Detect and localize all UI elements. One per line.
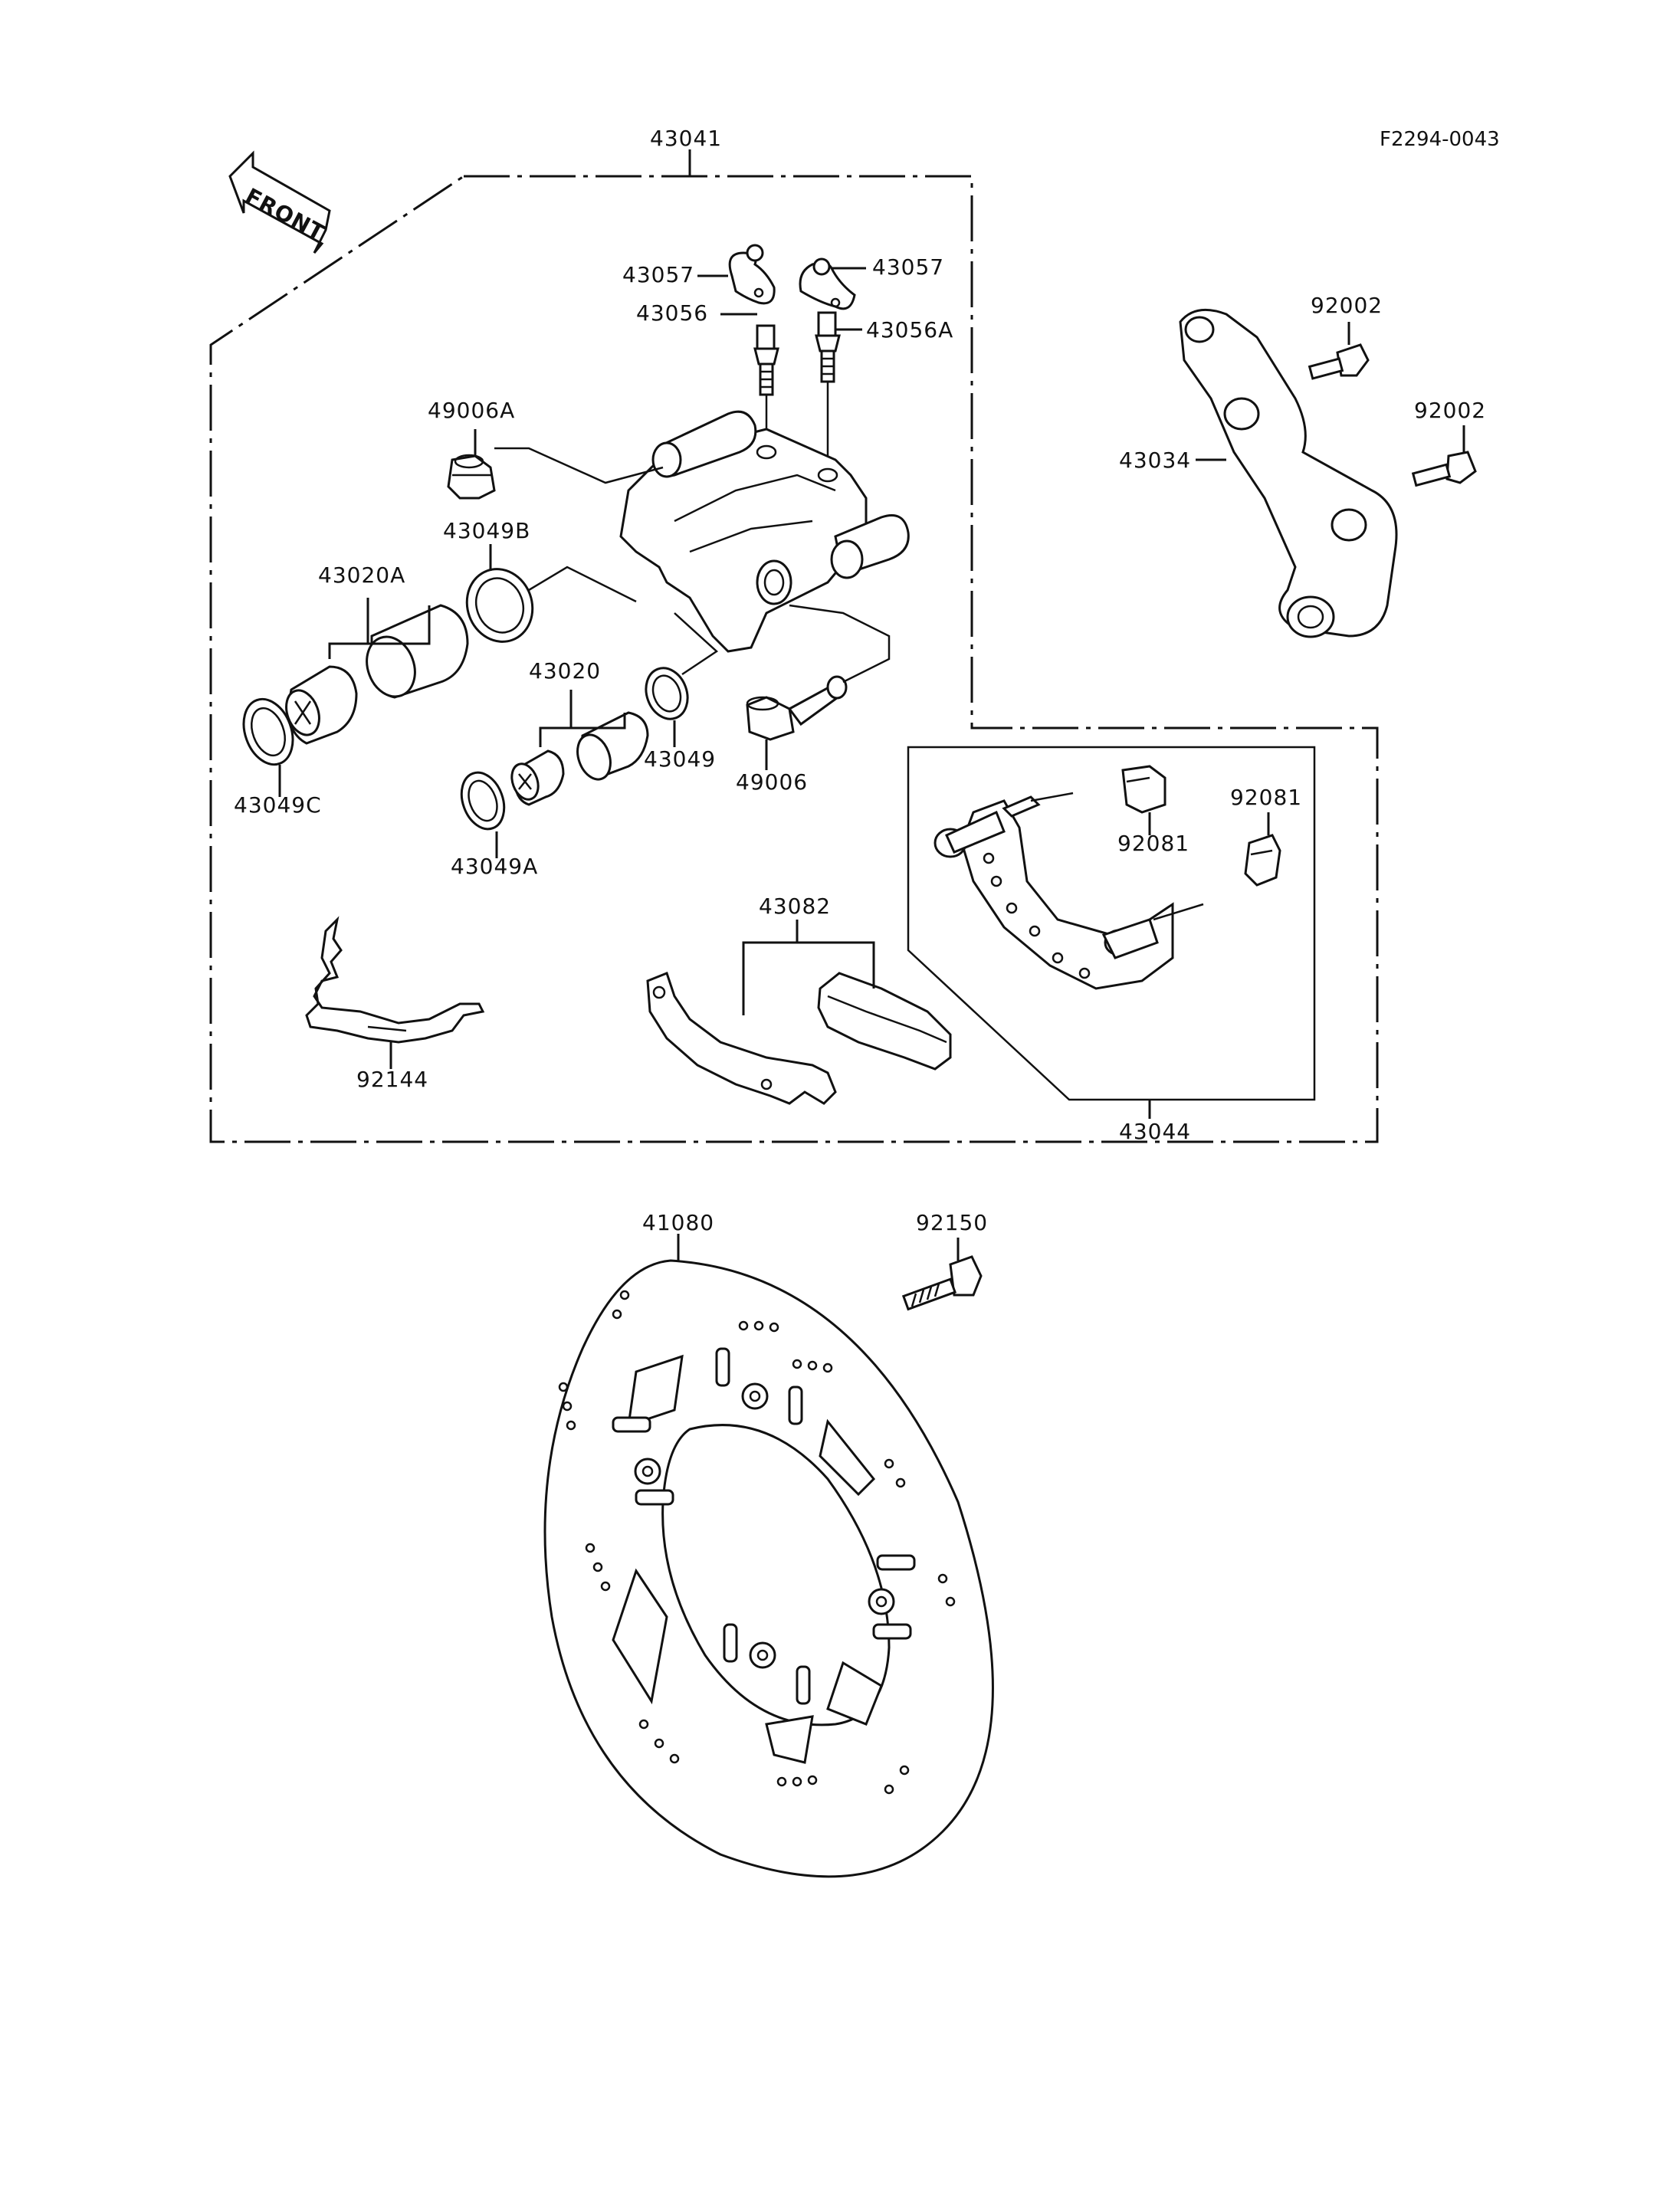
label-41080: 41080 <box>642 1210 714 1235</box>
label-92081-right: 92081 <box>1230 785 1302 810</box>
front-label: FRONT <box>241 183 329 246</box>
seal-43049A <box>460 771 506 831</box>
caliper-bracket-43034 <box>1179 308 1398 638</box>
bleed-valve-left <box>753 324 779 396</box>
label-49006: 49006 <box>736 769 808 795</box>
label-92002-upper: 92002 <box>1311 293 1383 318</box>
label-43057-left: 43057 <box>622 262 694 287</box>
brake-pad <box>817 972 952 1071</box>
clip-92081-left <box>1121 765 1166 814</box>
label-43020: 43020 <box>529 658 601 684</box>
label-92002-lower: 92002 <box>1414 398 1486 423</box>
bleed-valve-right <box>815 311 841 383</box>
label-43049: 43049 <box>644 746 716 772</box>
label-43056: 43056 <box>636 300 708 326</box>
label-43034: 43034 <box>1119 448 1191 473</box>
label-43049B: 43049B <box>443 518 530 543</box>
label-92150: 92150 <box>916 1210 988 1235</box>
brake-pad-shim <box>646 972 837 1105</box>
caliper-assembly-boundary <box>209 175 1379 1143</box>
seal-43049 <box>645 667 689 720</box>
bolt-92150 <box>901 1255 983 1311</box>
label-92081-left: 92081 <box>1117 831 1189 856</box>
label-43049C: 43049C <box>234 792 322 818</box>
clamp-92144 <box>305 916 485 1044</box>
label-43044: 43044 <box>1119 1119 1191 1144</box>
slide-pin-49006 <box>746 675 848 741</box>
pad-holder-43044 <box>934 792 1204 990</box>
piston-43020 <box>510 711 649 806</box>
label-43056A: 43056A <box>866 317 953 343</box>
bolt-92002-upper <box>1308 343 1370 380</box>
label-43041: 43041 <box>650 126 722 151</box>
boot-49006A <box>447 454 496 500</box>
pad-spring-boundary <box>907 746 1316 1101</box>
label-43049A: 43049A <box>451 854 538 879</box>
diagram-code: F2294-0043 <box>1380 128 1500 151</box>
clip-92081-right <box>1244 834 1281 887</box>
label-43057-right: 43057 <box>872 254 944 280</box>
label-43020A: 43020A <box>318 562 405 588</box>
bleeder-cap-left <box>728 244 776 305</box>
label-92144: 92144 <box>356 1067 428 1092</box>
label-49006A: 49006A <box>428 398 515 423</box>
piston-43020A <box>285 604 469 745</box>
label-43082: 43082 <box>759 894 831 919</box>
brake-disc-41080 <box>543 1259 994 1878</box>
seal-43049B <box>465 568 534 643</box>
seal-43049C <box>242 697 294 766</box>
bolt-92002-lower <box>1411 451 1477 487</box>
caliper-body <box>619 410 910 653</box>
front-arrow: FRONT <box>228 150 331 254</box>
bleeder-cap-right <box>799 257 856 310</box>
